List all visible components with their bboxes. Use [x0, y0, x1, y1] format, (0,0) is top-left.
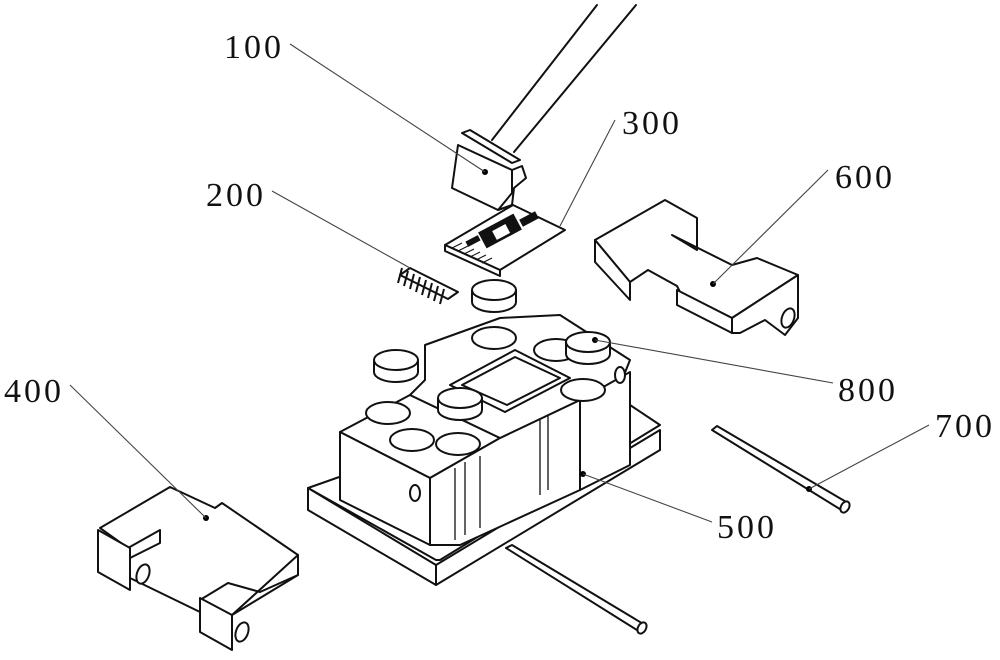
pad-3	[437, 387, 483, 421]
plug-side	[497, 165, 527, 211]
leader-500	[582, 473, 713, 523]
label-200: 200	[206, 177, 266, 214]
leader-lines	[69, 43, 930, 523]
connector-pins	[397, 267, 445, 305]
pcb-components	[465, 211, 539, 249]
hole-3	[435, 432, 481, 456]
part-100-cable-plug	[451, 4, 637, 211]
clamp-600-hole	[780, 307, 796, 329]
side-hole-right	[614, 366, 626, 384]
block-right-side	[579, 371, 631, 491]
label-400: 400	[4, 373, 64, 410]
hole-1	[365, 401, 411, 425]
part-400-clamp-left	[97, 486, 299, 651]
label-300: 300	[622, 105, 682, 142]
cavity-inner	[461, 356, 561, 406]
cable-line-right	[513, 4, 637, 153]
leader-200	[271, 190, 411, 269]
part-700-pin-right	[711, 425, 851, 514]
leader-300	[559, 119, 616, 227]
part-700-pin-lower	[505, 544, 648, 635]
label-500: 500	[717, 509, 777, 546]
clamp-400-hole-1	[135, 563, 151, 585]
part-200-connector	[397, 267, 459, 305]
label-600: 600	[835, 159, 895, 196]
clamp-600-front-left	[594, 239, 631, 301]
plug-top-ridge	[461, 129, 521, 164]
pcb-edge	[444, 244, 501, 277]
part-300-pcb	[444, 204, 566, 277]
label-100: 100	[224, 29, 284, 66]
leader-400	[69, 384, 207, 519]
pad-2	[373, 349, 419, 383]
clamp-400-front-right	[199, 597, 233, 651]
label-700: 700	[935, 408, 995, 445]
hole-4	[471, 326, 517, 350]
leader-700	[808, 424, 930, 490]
side-hole-left	[409, 484, 421, 502]
clamp-400-hole-2	[234, 621, 250, 643]
clamp-600-top	[594, 199, 799, 319]
clamp-400-front-left	[97, 529, 131, 591]
leader-800	[594, 339, 834, 384]
pad-4	[565, 331, 611, 365]
hole-2	[389, 428, 435, 452]
front-grooves	[454, 416, 549, 540]
part-600-clamp-right	[594, 199, 799, 336]
reference-labels: 100 200 300 400 500 600 700 800	[4, 29, 995, 546]
clamp-400-top	[99, 486, 299, 613]
clamp-400-side	[231, 554, 299, 616]
part-800-pads-on-base	[437, 331, 611, 421]
pad-1	[471, 279, 517, 313]
hole-5	[560, 378, 606, 402]
label-800: 800	[838, 372, 898, 409]
leader-100	[289, 43, 486, 173]
cable-line-left	[491, 4, 598, 141]
leader-600	[712, 169, 829, 285]
pcb-contact-pins	[451, 242, 493, 264]
part-800-pads	[373, 279, 517, 383]
